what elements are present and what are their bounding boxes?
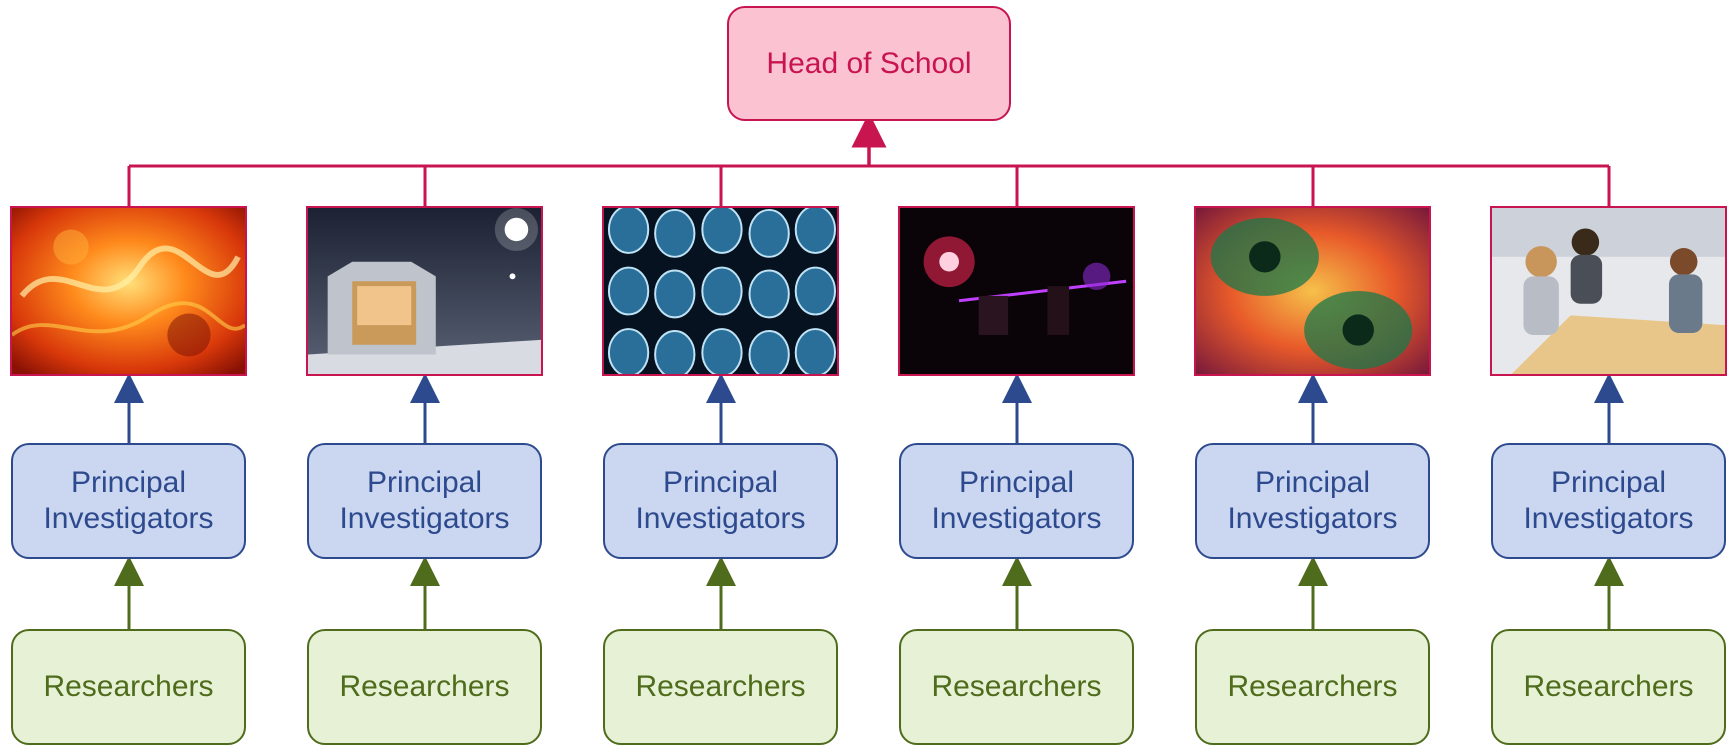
pi-box-4: Principal Investigators <box>899 443 1134 559</box>
researchers-label: Researchers <box>931 670 1102 703</box>
solar-plasma-image <box>10 206 247 376</box>
pi-box-5: Principal Investigators <box>1195 443 1430 559</box>
researchers-box-1: Researchers <box>11 629 246 745</box>
head-of-school-box: Head of School <box>727 6 1011 121</box>
researchers-label: Researchers <box>1227 670 1398 703</box>
pi-box-2: Principal Investigators <box>307 443 542 559</box>
pi-box-1: Principal Investigators <box>11 443 246 559</box>
research-meeting-image <box>1490 206 1727 376</box>
researchers-box-6: Researchers <box>1491 629 1726 745</box>
researchers-label: Researchers <box>635 670 806 703</box>
researchers-box-5: Researchers <box>1195 629 1430 745</box>
researchers-label: Researchers <box>339 670 510 703</box>
brain-scan-image <box>602 206 839 376</box>
gravitational-wave-image <box>1194 206 1431 376</box>
pi-label: Principal Investigators <box>1227 466 1398 535</box>
head-of-school-label: Head of School <box>766 46 972 80</box>
pi-label: Principal Investigators <box>635 466 806 535</box>
researchers-box-2: Researchers <box>307 629 542 745</box>
telescope-observatory-image <box>306 206 543 376</box>
pi-box-3: Principal Investigators <box>603 443 838 559</box>
researchers-box-4: Researchers <box>899 629 1134 745</box>
laser-lab-image <box>898 206 1135 376</box>
researchers-label: Researchers <box>1523 670 1694 703</box>
pi-label: Principal Investigators <box>1523 466 1694 535</box>
pi-label: Principal Investigators <box>931 466 1102 535</box>
researchers-label: Researchers <box>43 670 214 703</box>
researchers-box-3: Researchers <box>603 629 838 745</box>
pi-box-6: Principal Investigators <box>1491 443 1726 559</box>
pi-label: Principal Investigators <box>339 466 510 535</box>
pi-label: Principal Investigators <box>43 466 214 535</box>
